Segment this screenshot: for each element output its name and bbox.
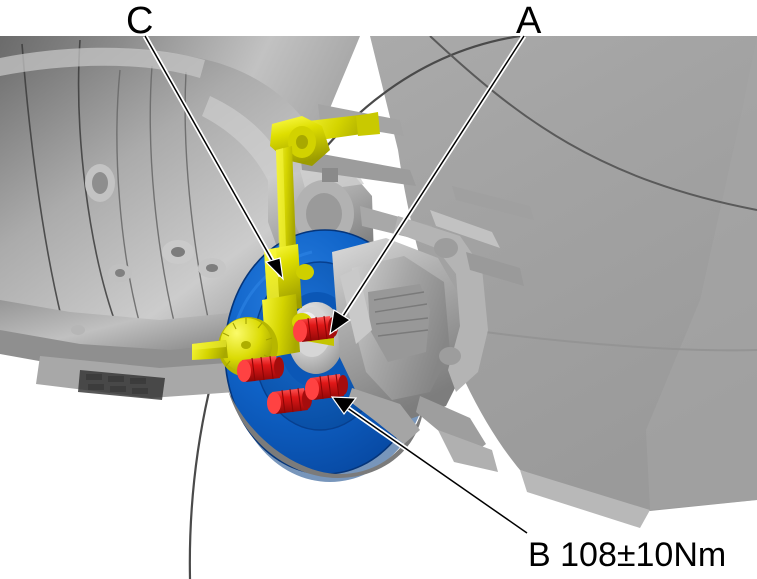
caliper-pad-edge [340,268,372,344]
callout-label-b: B 108±10Nm [528,536,727,574]
wheel-stud-upper [293,315,338,342]
callout-leaders [142,34,529,536]
caliper-piston-housing [368,284,430,362]
caliper-mount-arm [394,216,488,392]
bearing-bore [306,193,342,235]
wheel-stud-lower [305,373,348,400]
liner-fasteners [71,164,226,335]
liner-ribs [21,39,119,331]
brake-hose-bracket [452,186,534,220]
vehicle-background [0,36,757,579]
wheel-stud-bottom [267,387,312,414]
body-panel-highlight [646,36,757,510]
wheel-stud-left [237,355,284,382]
clamp-knob-hole [296,135,308,149]
body-panel-sill [520,470,650,528]
caliper-rear-arm [466,252,524,286]
leader-a-arrowhead-outline [329,309,352,336]
body-crease-lower [469,329,757,352]
leader-b-arrowhead [332,397,356,414]
probe-shaft-highlight [192,340,226,350]
leader-b-arrowhead-outline [330,396,358,416]
wheel-studs [237,315,348,414]
caliper-lower-arm [416,396,486,456]
upper-link [300,150,416,186]
caliper-lower-bracket [348,388,420,444]
leader-a-arrowhead [330,310,350,334]
clamp-arm-tip [356,112,380,136]
gauge-side-boss [296,264,314,280]
leader-c [142,34,284,281]
lower-control-arm [438,430,498,472]
leader-c-arrowhead [266,258,283,279]
disc-rim-edge [228,390,424,478]
leader-c-arrowhead-outline [264,257,284,281]
sensor-block [322,168,338,182]
leader-b [330,396,529,536]
caliper-fins [373,291,429,337]
shaft-highlight [276,148,286,252]
callout-label-c: C [126,0,154,42]
dial-pointer-hub [241,341,251,349]
leader-a [329,34,527,336]
callout-label-a: A [516,0,542,42]
liner-slots [86,374,148,394]
caliper-upper-link [430,210,500,248]
body-crease-upper [429,36,757,211]
caliper-bolt-upper [434,238,458,258]
caliper-bolt-lower [439,347,461,365]
